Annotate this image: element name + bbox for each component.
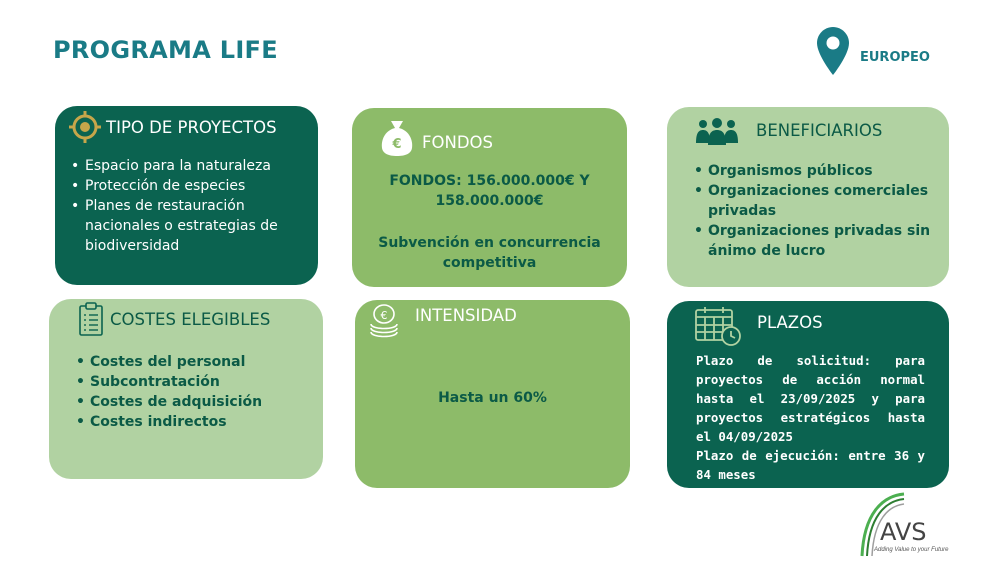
intensidad-heading: INTENSIDAD (415, 306, 517, 325)
beneficiarios-heading: BENEFICIARIOS (756, 121, 883, 140)
fondos-type: Subvención en concurrencia competitiva (378, 235, 601, 271)
page-title: PROGRAMA LIFE (53, 36, 278, 64)
list-item: Organizaciones comerciales privadas (694, 181, 939, 221)
avs-logo-icon (860, 492, 905, 557)
calendar-clock-icon (695, 307, 741, 346)
group-icon (696, 118, 738, 145)
svg-text:€: € (391, 137, 401, 152)
plazos-heading: PLAZOS (757, 313, 823, 332)
list-item: Protección de especies (71, 176, 311, 196)
coins-icon: € (370, 304, 398, 338)
list-item: Espacio para la naturaleza (71, 156, 311, 176)
list-item: Planes de restauración nacionales o estr… (71, 196, 311, 256)
list-item: Organizaciones privadas sin ánimo de luc… (694, 221, 939, 261)
plazo-ejecucion: Plazo de ejecución: entre 36 y 84 meses (696, 448, 925, 482)
region-label: EUROPEO (860, 50, 930, 65)
intensidad-value: Hasta un 60% (438, 390, 547, 406)
intensidad-card (355, 300, 630, 488)
plazo-solicitud: Plazo de solicitud: para proyectos de ac… (696, 353, 925, 444)
list-item: Subcontratación (76, 372, 306, 392)
tipo-proyectos-list: Espacio para la naturaleza Protección de… (71, 156, 311, 256)
target-icon (69, 111, 101, 143)
costes-heading: COSTES ELEGIBLES (110, 310, 271, 329)
list-item: Costes indirectos (76, 412, 306, 432)
list-item: Costes del personal (76, 352, 306, 372)
costes-list: Costes del personal Subcontratación Cost… (76, 352, 306, 432)
list-item: Costes de adquisición (76, 392, 306, 412)
tipo-proyectos-heading: TIPO DE PROYECTOS (106, 118, 277, 137)
list-item: Organismos públicos (694, 161, 939, 181)
fondos-amount: FONDOS: 156.000.000€ Y 158.000.000€ (389, 173, 590, 209)
clipboard-icon (79, 302, 103, 336)
money-bag-icon: € (381, 121, 413, 156)
map-pin-icon (817, 27, 849, 75)
fondos-heading: FONDOS (422, 133, 493, 152)
plazos-text: Plazo de solicitud: para proyectos de ac… (696, 351, 925, 484)
logo-tagline: Adding Value to your Future (874, 547, 949, 553)
svg-text:€: € (381, 309, 388, 322)
beneficiarios-list: Organismos públicos Organizaciones comer… (694, 161, 939, 261)
logo-name: AVS (880, 518, 927, 546)
